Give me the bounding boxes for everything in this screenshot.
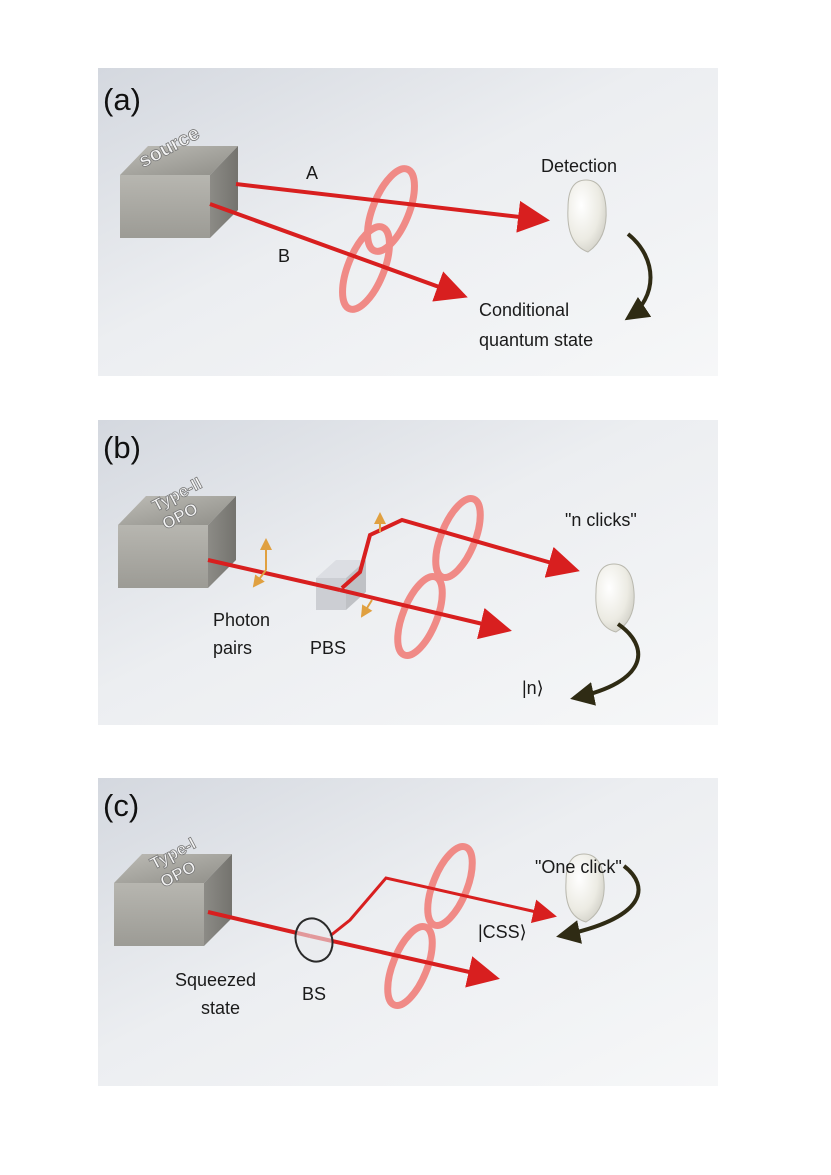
polarization-transmitted-icon [360, 599, 373, 618]
panel-c: (c) Type-I OPO "One click" Squeezed stat… [98, 778, 718, 1086]
panel-label: (a) [103, 82, 141, 117]
conditional-arrow [570, 622, 641, 706]
ring-lower [384, 923, 436, 1009]
detector-label: Detection [541, 156, 617, 176]
pbs-label: PBS [310, 638, 346, 658]
transmitted-beam [309, 934, 500, 988]
bs-label: BS [302, 984, 326, 1004]
beam-label-b: B [278, 246, 290, 266]
detector [567, 179, 607, 253]
beam-splitter [294, 917, 334, 963]
beam-label-a: A [306, 163, 318, 183]
tapped-beam [329, 876, 557, 938]
output-label-line2: quantum state [479, 330, 593, 350]
ring-upper [424, 843, 476, 929]
transmitted-beam [339, 588, 512, 640]
squeezed-label-line1: Squeezed [175, 970, 256, 990]
ring-lower [339, 223, 393, 313]
pair-label-line2: pairs [213, 638, 252, 658]
opo-box: Type-I OPO [114, 833, 232, 946]
panel-b: (b) Type-II OPO "n clicks" [98, 420, 718, 725]
detector [595, 563, 635, 633]
input-beam [207, 558, 341, 592]
detector [565, 853, 605, 923]
beam-a [235, 182, 550, 233]
ring-upper [364, 165, 418, 255]
detector-label: "n clicks" [565, 510, 637, 530]
reflected-beam [340, 517, 580, 590]
squeezed-label-line2: state [201, 998, 240, 1018]
panel-a: (a) source A B Detection Conditional qua… [98, 68, 718, 376]
input-beam [207, 910, 311, 938]
state-label: |CSS⟩ [478, 922, 527, 942]
ring-lower [394, 573, 446, 659]
state-label: |n⟩ [522, 678, 544, 698]
polarization-horizontal-icon [252, 569, 267, 588]
panel-label: (c) [103, 788, 139, 823]
pair-label-line1: Photon [213, 610, 270, 630]
output-label-line1: Conditional [479, 300, 569, 320]
conditional-arrow [624, 232, 653, 321]
panel-label: (b) [103, 430, 141, 465]
beam-b [209, 202, 468, 302]
conditional-arrow [556, 864, 641, 944]
detector-label: "One click" [535, 857, 622, 877]
